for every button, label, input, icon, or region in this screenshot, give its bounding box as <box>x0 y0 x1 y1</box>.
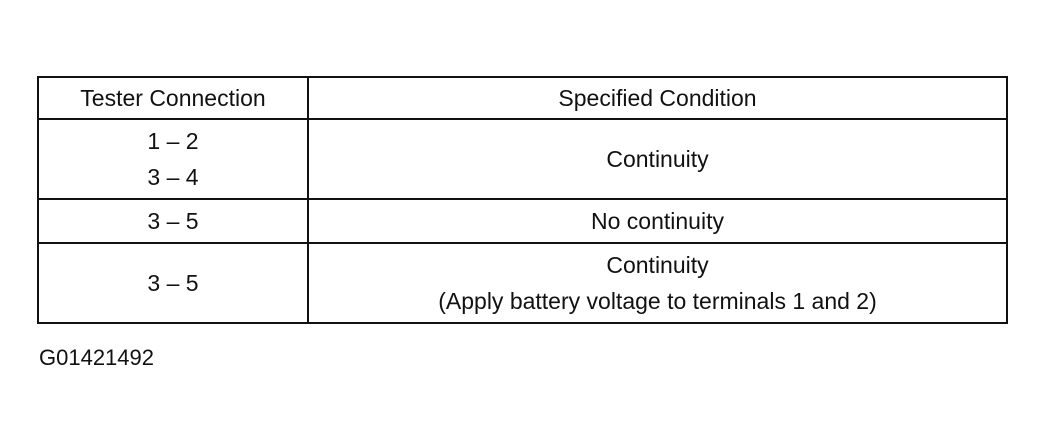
header-tester-connection: Tester Connection <box>37 76 309 120</box>
specification-table: Tester Connection Specified Condition 1 … <box>37 76 1008 324</box>
specified-condition-cell: No continuity <box>307 198 1008 244</box>
connection-value: 3 – 5 <box>147 208 199 234</box>
tester-connection-cell: 3 – 5 <box>37 198 309 244</box>
table-header-row: Tester Connection Specified Condition <box>37 76 1008 120</box>
connection-value: 3 – 5 <box>147 270 199 296</box>
table-row: 3 – 5 Continuity (Apply battery voltage … <box>37 242 1008 324</box>
table-row: 3 – 5 No continuity <box>37 198 1008 244</box>
specified-condition-cell: Continuity <box>307 118 1008 200</box>
figure-id: G01421492 <box>39 345 154 370</box>
condition-value: Continuity <box>606 146 709 172</box>
connection-value: 3 – 4 <box>147 164 199 190</box>
connection-value: 1 – 2 <box>147 128 199 154</box>
specified-condition-cell: Continuity (Apply battery voltage to ter… <box>307 242 1008 324</box>
table-row: 1 – 2 3 – 4 Continuity <box>37 118 1008 200</box>
tester-connection-cell: 1 – 2 3 – 4 <box>37 118 309 200</box>
header-specified-condition: Specified Condition <box>307 76 1008 120</box>
condition-note: (Apply battery voltage to terminals 1 an… <box>438 288 877 314</box>
tester-connection-cell: 3 – 5 <box>37 242 309 324</box>
condition-value: Continuity <box>606 252 709 278</box>
condition-value: No continuity <box>591 208 724 234</box>
